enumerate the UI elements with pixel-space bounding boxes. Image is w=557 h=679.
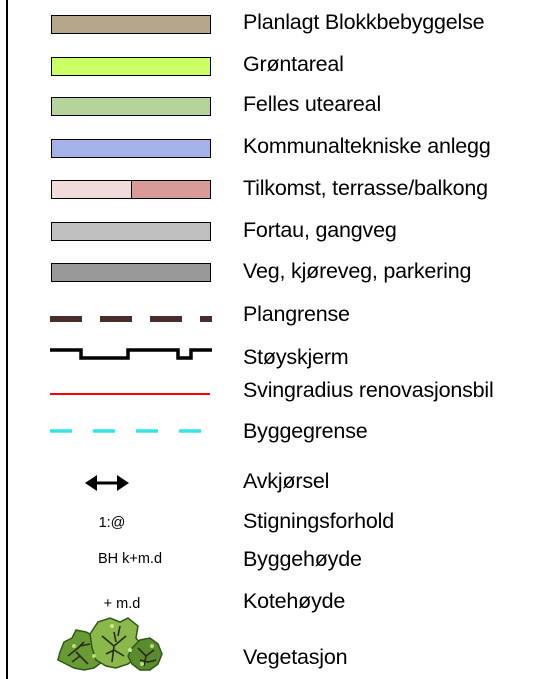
legend-label: Vegetasjon (243, 645, 348, 669)
legend-label: Veg, kjøreveg, parkering (243, 259, 472, 283)
stigningsforhold-symbol: 1:@ (98, 515, 126, 531)
legend-label: Stigningsforhold (243, 509, 394, 533)
swatch-felles-uteareal (51, 97, 211, 116)
svingradius-red-line (50, 393, 210, 395)
legend-label: Svingradius renovasjonsbil (243, 378, 494, 402)
swatch-planlagt-blokkbebyggelse (51, 15, 211, 34)
legend-label: Kommunaltekniske anlegg (243, 134, 491, 158)
swatch-terrasse-balkong-part (131, 181, 210, 198)
legend-label: Kotehøyde (243, 589, 346, 613)
legend-label: Fortau, gangveg (243, 218, 397, 242)
byggehoyde-symbol: BH k+m.d (97, 551, 163, 567)
legend-label: Tilkomst, terrasse/balkong (243, 176, 488, 200)
swatch-veg-kjoreveg-parkering (51, 263, 211, 282)
swatch-kommunaltekniske-anlegg (51, 139, 211, 158)
legend-label: Byggegrense (243, 419, 368, 443)
legend-label: Støyskjerm (243, 345, 349, 369)
swatch-gronntareal (51, 57, 211, 76)
swatch-tilkomst-terrasse-balkong (51, 180, 211, 199)
stoyskjerm-notched-line (50, 348, 212, 360)
kotehoyde-symbol: + m.d (103, 596, 141, 612)
legend-label: Felles uteareal (243, 92, 382, 116)
byggegrense-dashed-line (50, 429, 212, 433)
swatch-tilkomst-part (52, 181, 132, 198)
legend-label: Grøntareal (243, 52, 344, 76)
legend-label: Avkjørsel (243, 469, 330, 493)
swatch-fortau-gangveg (51, 222, 211, 241)
double-arrow-icon (85, 475, 129, 491)
left-border-line (6, 0, 8, 679)
legend-label: Planlagt Blokkbebyggelse (243, 10, 485, 34)
legend-label: Plangrense (243, 302, 350, 326)
legend-label: Byggehøyde (243, 547, 362, 571)
tree-cluster-icon (57, 617, 163, 671)
plangrense-dashed-line (50, 316, 212, 322)
